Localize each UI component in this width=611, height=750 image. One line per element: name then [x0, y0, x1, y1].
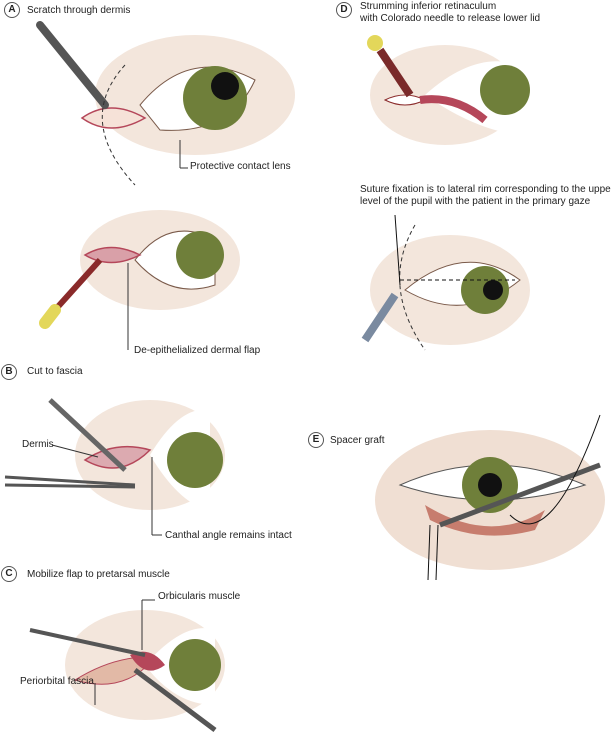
eye-illustration-d2 [361, 214, 530, 351]
panel-e-title: Spacer graft [330, 435, 385, 446]
panel-d-note-line2: level of the pupil with the patient in t… [360, 196, 591, 207]
label-dermis: Dermis [22, 439, 54, 450]
panel-b-badge: B [1, 364, 17, 380]
eye-illustration-a1 [36, 21, 295, 186]
panel-a-title: Scratch through dermis [27, 5, 131, 16]
eye-illustration-b [4, 398, 225, 536]
eye-illustration-e [375, 414, 605, 581]
panel-d-title-line2: with Colorado needle to release lower li… [360, 13, 541, 24]
eye-illustration-c [29, 599, 225, 732]
panel-c-badge: C [1, 566, 17, 582]
label-protective-contact-lens: Protective contact lens [190, 161, 291, 172]
label-periorbital-fascia: Periorbital fascia [20, 676, 94, 687]
panel-c-title: Mobilize flap to pretarsal muscle [27, 569, 170, 580]
label-de-epithelialized-dermal-flap: De-epithelialized dermal flap [134, 345, 261, 356]
eye-illustration-d1 [367, 35, 530, 145]
panel-a-badge: A [4, 2, 20, 18]
eye-illustration-a2 [39, 210, 240, 350]
label-orbicularis-muscle: Orbicularis muscle [158, 591, 241, 602]
panel-d-badge: D [336, 2, 352, 18]
label-canthal-angle-remains-intact: Canthal angle remains intact [165, 530, 292, 541]
panel-d-note-line1: Suture fixation is to lateral rim corres… [360, 184, 611, 195]
panel-d-title-line1: Strumming inferior retinaculum [360, 1, 497, 12]
panel-e-badge: E [308, 432, 324, 448]
panel-b-title: Cut to fascia [27, 366, 83, 377]
